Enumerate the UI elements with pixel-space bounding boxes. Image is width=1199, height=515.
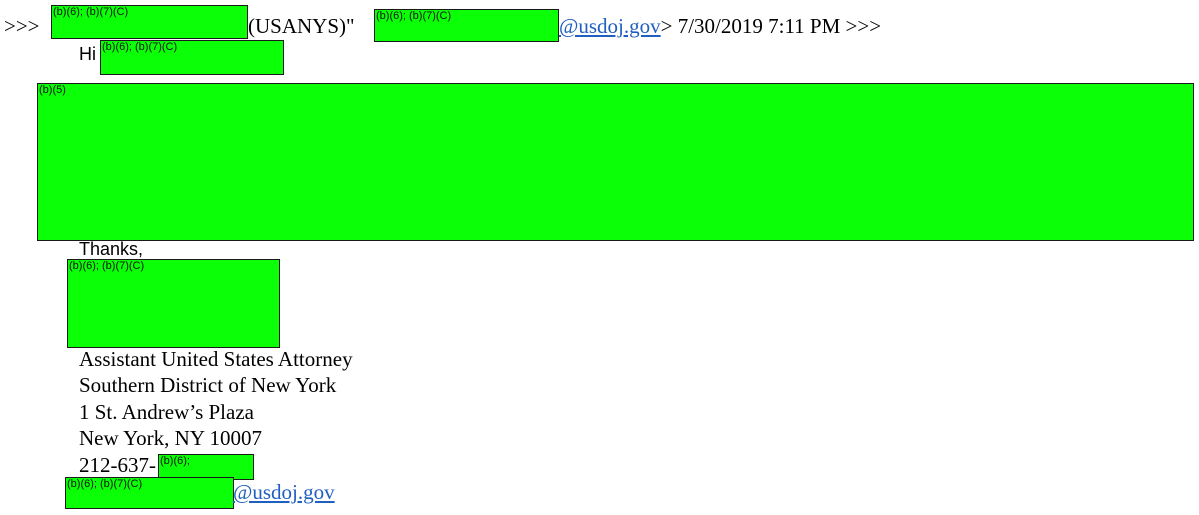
redaction-code: (b)(6); (b)(7)(C) xyxy=(69,260,145,272)
redaction-phone-ext: (b)(6); xyxy=(158,454,254,480)
signature-city: New York, NY 10007 xyxy=(79,426,262,450)
signature-office: Southern District of New York xyxy=(79,373,337,397)
signature-email-link[interactable]: @usdoj.gov xyxy=(233,480,335,504)
redaction-signature-email: (b)(6); (b)(7)(C) xyxy=(65,477,234,509)
greeting: Hi xyxy=(79,44,96,64)
redaction-code: (b)(6); xyxy=(160,455,190,467)
signature-phone: 212-637- xyxy=(79,453,156,477)
redaction-code: (b)(5) xyxy=(39,84,66,96)
sender-email-link[interactable]: @usdoj.gov xyxy=(559,14,661,38)
redaction-code: (b)(6); (b)(7)(C) xyxy=(102,41,178,53)
header-email-and-date: @usdoj.gov> 7/30/2019 7:11 PM >>> xyxy=(559,14,881,38)
redaction-sender-email: (b)(6); (b)(7)(C) xyxy=(374,9,559,42)
header-prefix: >>> xyxy=(4,14,40,38)
redaction-signature-name: (b)(6); (b)(7)(C) xyxy=(67,259,280,348)
redaction-body: (b)(5) xyxy=(37,83,1194,241)
redaction-sender-name: (b)(6); (b)(7)(C) xyxy=(51,5,248,39)
closing: Thanks, xyxy=(79,239,144,259)
signature-email: @usdoj.gov xyxy=(233,480,335,504)
redaction-code: (b)(6); (b)(7)(C) xyxy=(376,10,452,22)
signature-street: 1 St. Andrew’s Plaza xyxy=(79,400,254,424)
header-date: > 7/30/2019 7:11 PM >>> xyxy=(660,14,882,38)
redaction-code: (b)(6); (b)(7)(C) xyxy=(67,478,143,490)
redaction-greeting-name: (b)(6); (b)(7)(C) xyxy=(100,40,284,75)
redaction-code: (b)(6); (b)(7)(C) xyxy=(53,6,129,18)
header-name-suffix: (USANYS)" xyxy=(248,14,355,38)
signature-title: Assistant United States Attorney xyxy=(79,347,353,371)
